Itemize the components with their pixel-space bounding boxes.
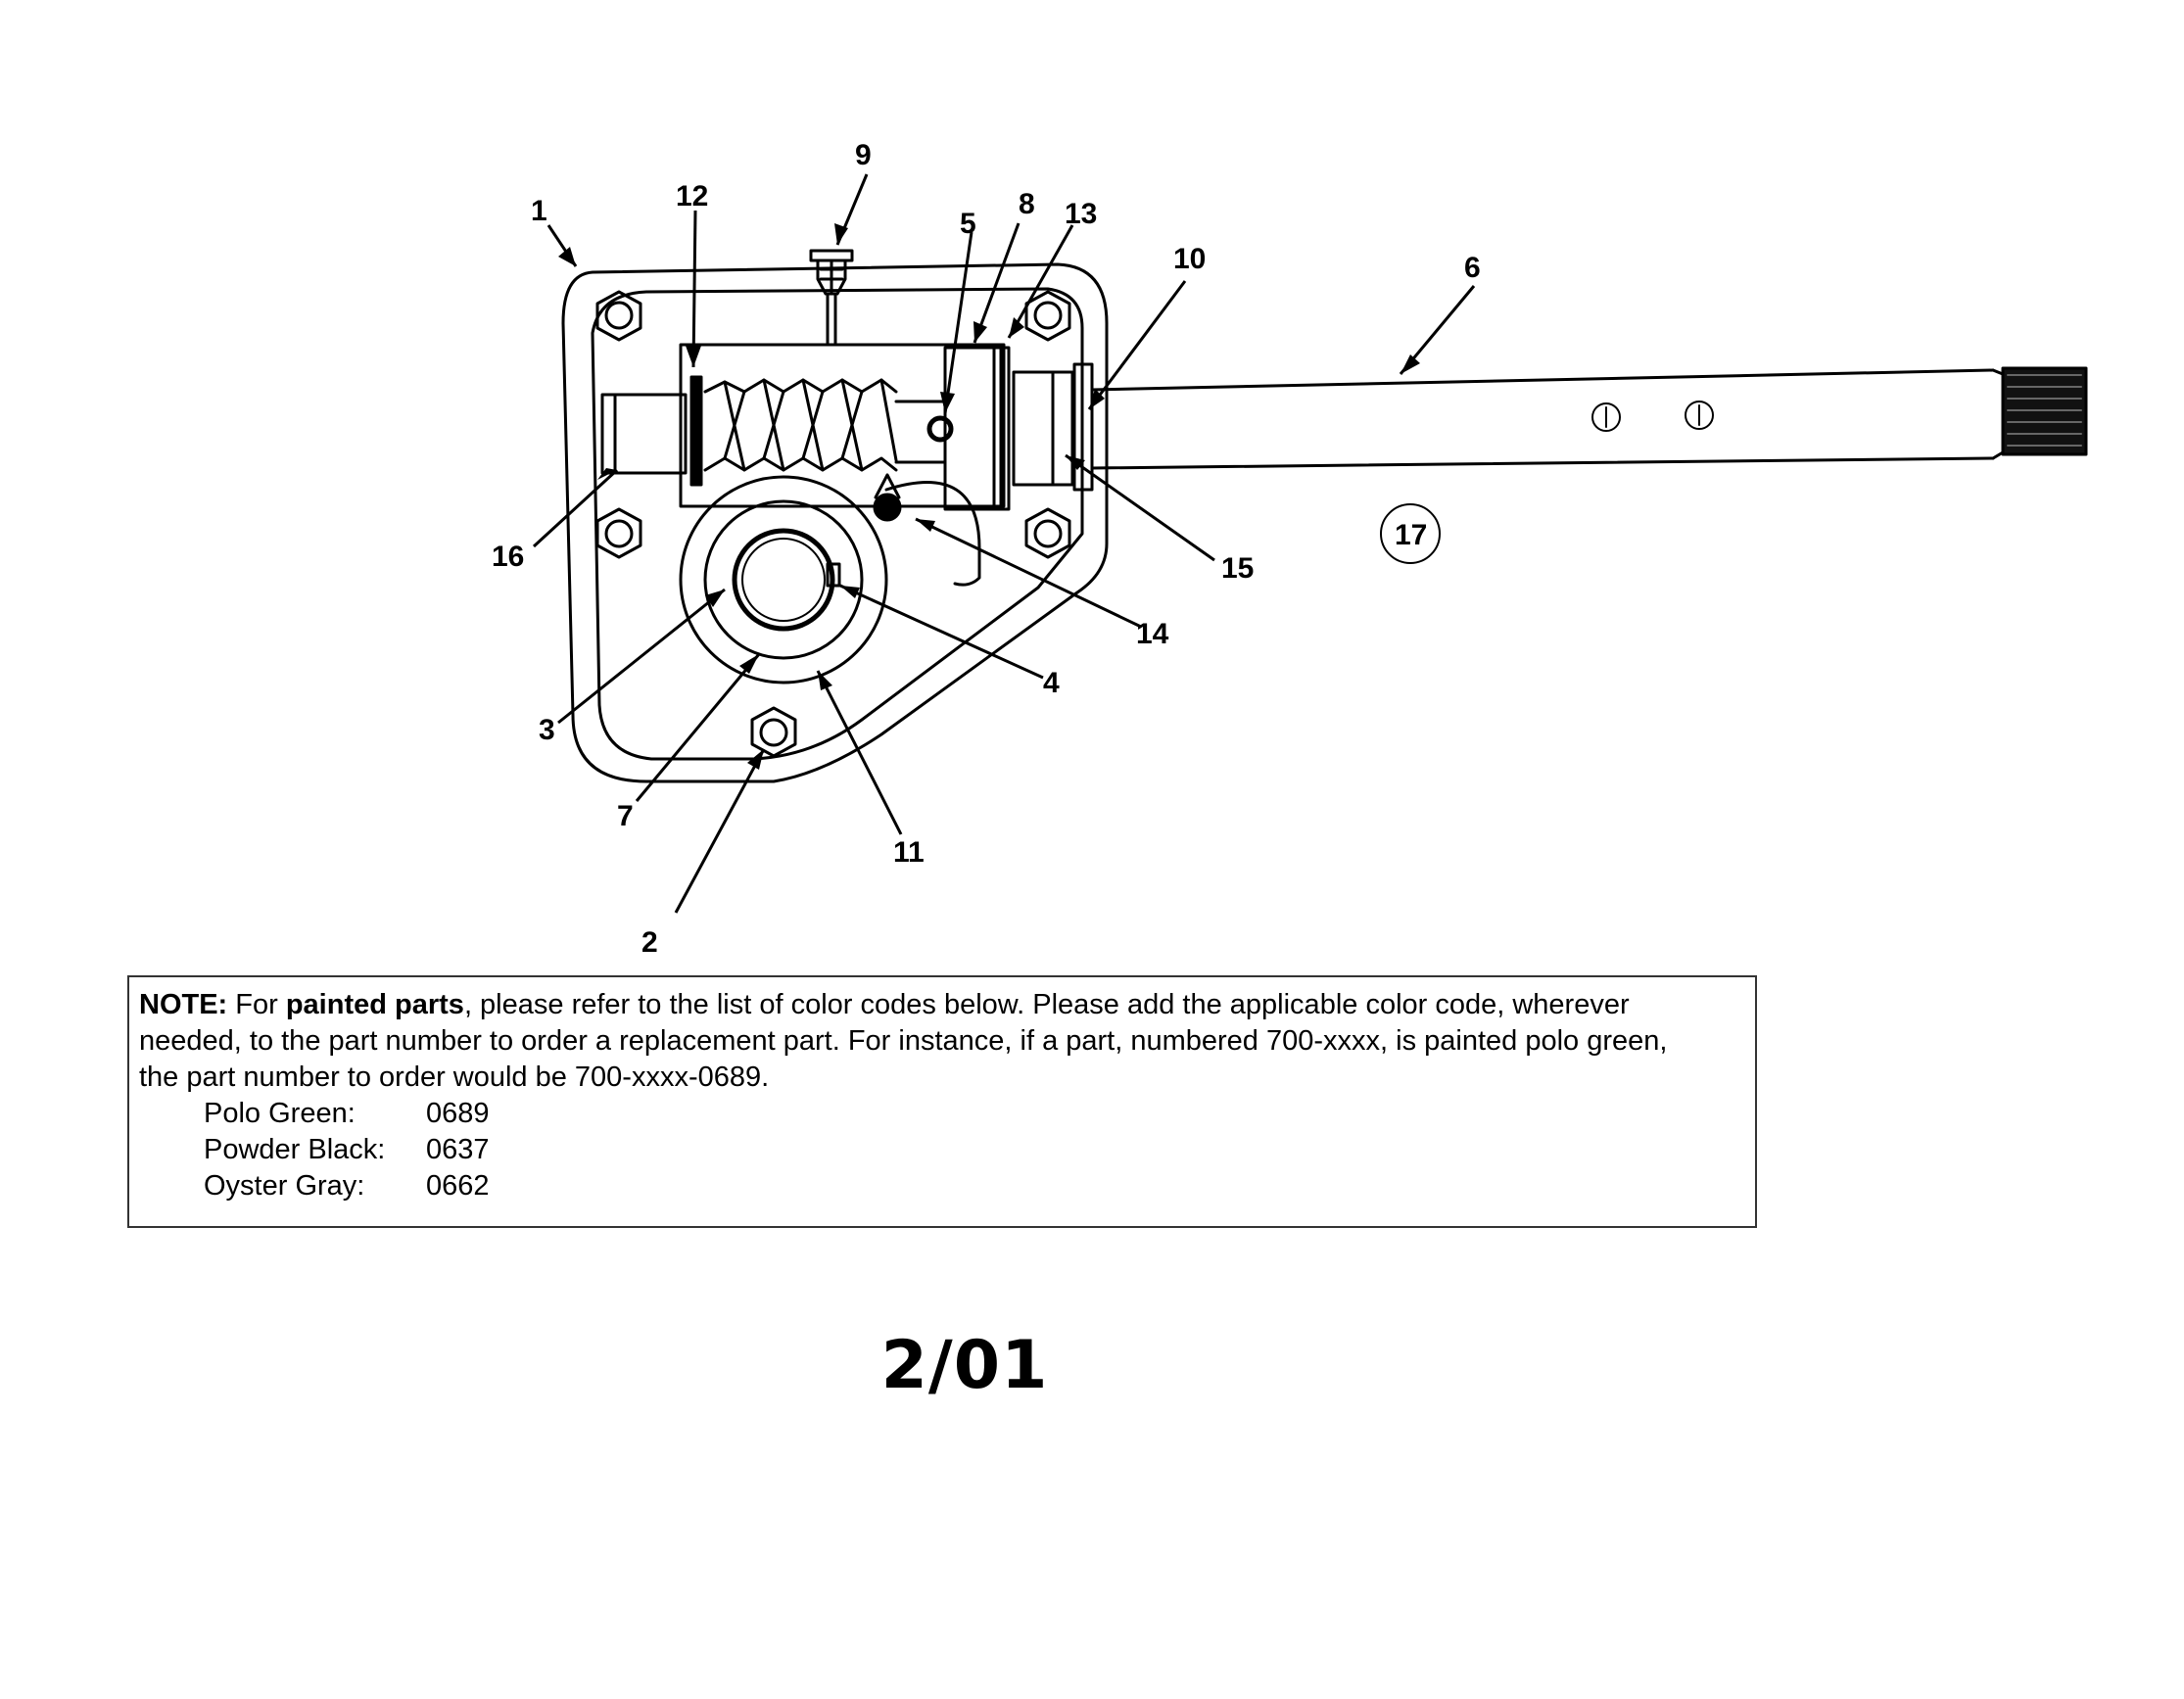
note-line-3: the part number to order would be 700-xx… — [139, 1062, 770, 1093]
note-emphasis: painted parts — [285, 989, 464, 1020]
callout-3: 3 — [539, 714, 555, 746]
arrowheads — [558, 223, 1420, 770]
color-code: 0689 — [426, 1098, 490, 1129]
bolt-hole — [595, 507, 642, 559]
bolt-hole — [1024, 290, 1071, 342]
callout-5: 5 — [960, 208, 976, 240]
callout-10: 10 — [1173, 243, 1206, 275]
color-name: Polo Green: — [204, 1098, 356, 1129]
ball — [873, 493, 902, 522]
leader-lines — [532, 173, 1476, 914]
color-code: 0637 — [426, 1134, 490, 1165]
bolt-hole — [1024, 507, 1071, 559]
callout-13: 13 — [1065, 198, 1097, 230]
callout-8: 8 — [1019, 188, 1035, 220]
callout-11: 11 — [893, 836, 925, 869]
key — [826, 562, 841, 588]
bolt-hole — [750, 706, 797, 758]
pin — [926, 415, 954, 443]
color-row: Powder Black: 0637 — [204, 1132, 490, 1168]
bearing-left — [600, 393, 688, 475]
bearing-right — [943, 346, 1011, 511]
color-row: Oyster Gray: 0662 — [204, 1168, 490, 1204]
callout-6: 6 — [1464, 252, 1481, 284]
callout-15: 15 — [1221, 552, 1254, 585]
color-name: Oyster Gray: — [204, 1170, 365, 1202]
note-text: , please refer to the list of color code… — [463, 989, 1630, 1020]
color-name: Powder Black: — [204, 1134, 386, 1165]
color-code-table: Polo Green: 0689 Powder Black: 0637 Oyst… — [204, 1096, 490, 1204]
bearing — [1012, 370, 1074, 487]
housing-outline — [561, 262, 1109, 783]
callout-9: 9 — [855, 139, 872, 171]
callout-17: 17 — [1395, 519, 1427, 551]
callout-14: 14 — [1136, 618, 1169, 650]
worm-threads — [703, 378, 898, 472]
color-row: Polo Green: 0689 — [204, 1096, 490, 1132]
shaft-hole — [1591, 402, 1621, 432]
shaft — [1090, 366, 2088, 470]
bolt-hole — [595, 290, 642, 342]
color-code: 0662 — [426, 1170, 490, 1202]
callout-2: 2 — [641, 926, 658, 959]
callout-7: 7 — [617, 800, 634, 832]
gear-outer — [679, 475, 888, 684]
callout-1: 1 — [531, 195, 547, 227]
note-line-2: needed, to the part number to order a re… — [139, 1025, 1668, 1057]
worm-housing — [679, 343, 1006, 508]
washer — [1072, 362, 1094, 492]
callout-16: 16 — [492, 541, 524, 573]
callout-12: 12 — [676, 180, 708, 212]
gear-inner — [703, 499, 864, 660]
grease-fitting — [809, 249, 854, 345]
note-text: For — [227, 989, 286, 1020]
bore — [732, 528, 835, 632]
shaft-hole — [1685, 401, 1714, 430]
note-line-1: NOTE: For painted parts, please refer to… — [139, 987, 1741, 1023]
note-label: NOTE: — [139, 989, 228, 1020]
revision-date: 2/01 — [880, 1327, 1049, 1404]
callout-circle — [1380, 503, 1441, 564]
retaining-ring — [689, 375, 703, 487]
color-code-note: NOTE: For painted parts, please refer to… — [127, 975, 1757, 1228]
callout-4: 4 — [1043, 667, 1060, 699]
